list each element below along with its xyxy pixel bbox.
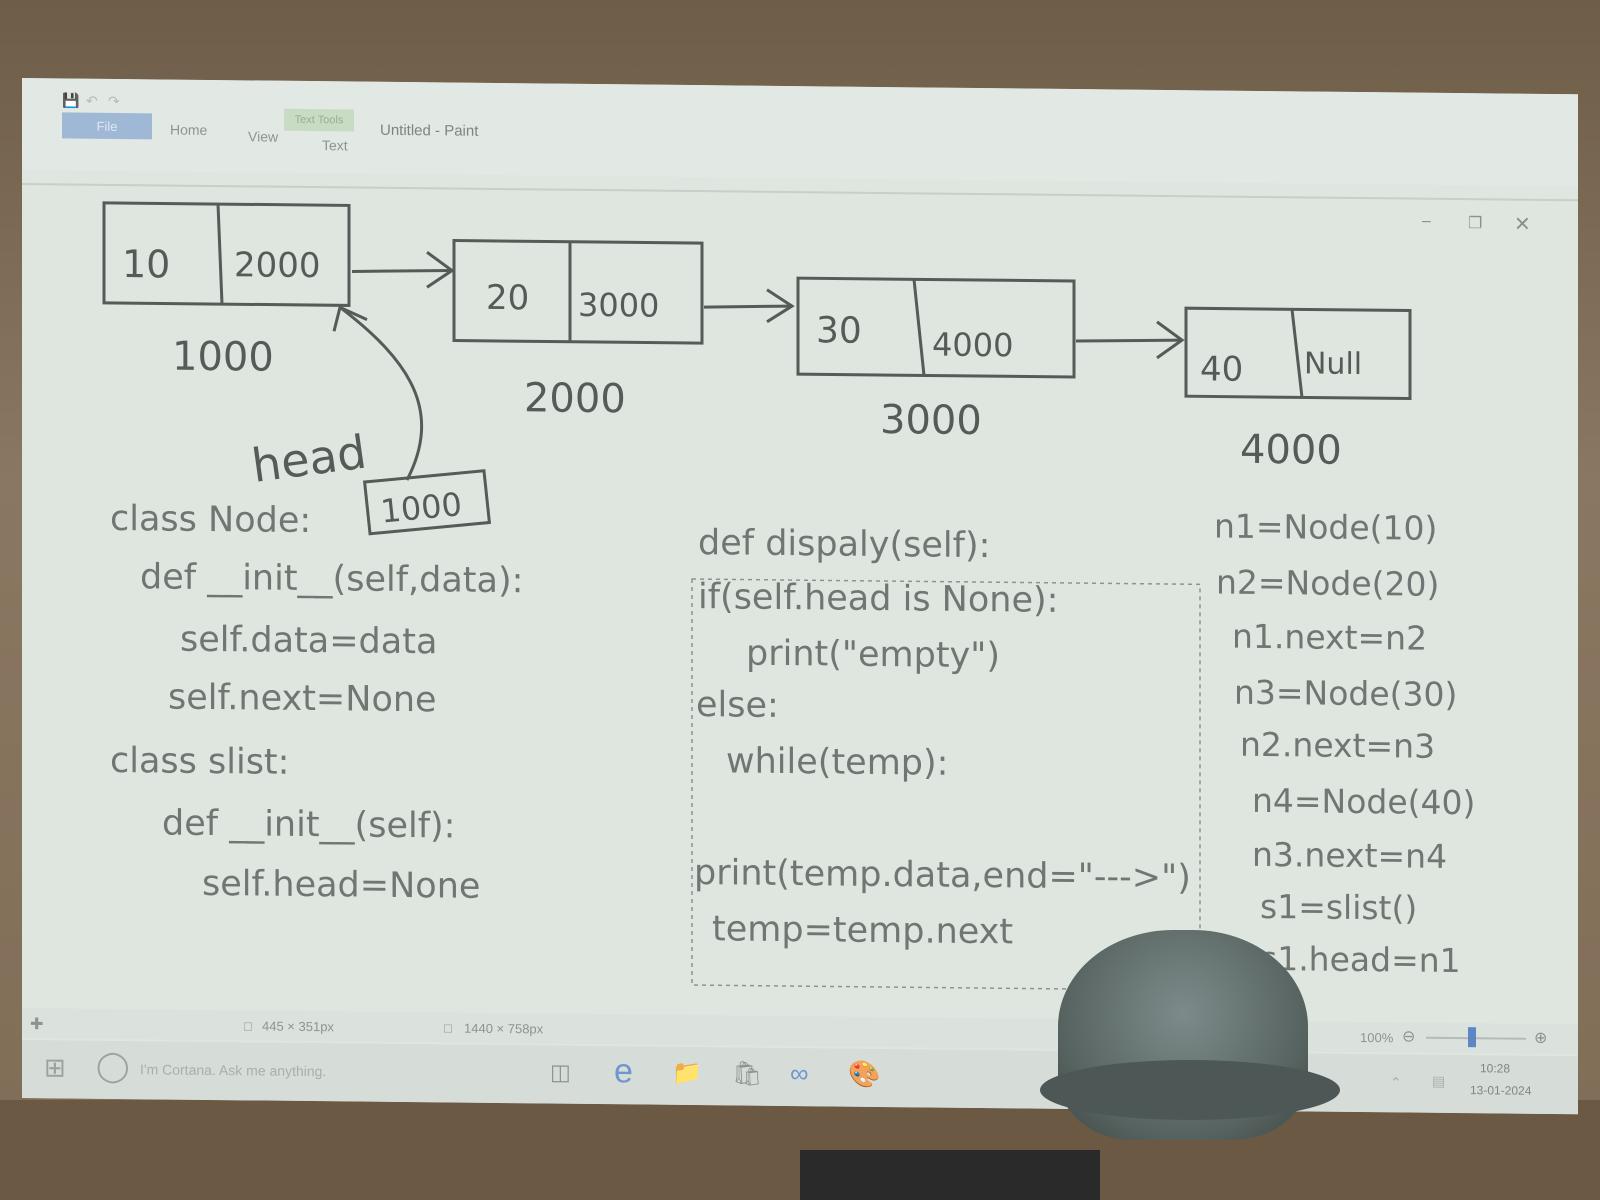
code-right-line-8: s1=slist() [1260,886,1418,928]
desk-monitor [800,1150,1100,1200]
canvas-size-icon: □ [444,1020,452,1036]
code-left-line-2: def __init__(self,data): [140,557,524,602]
node-2-next: 3000 [578,286,659,325]
code-left-line-6: def __init__(self): [162,803,456,847]
selection-size: 445 × 351px [262,1018,334,1035]
cortana-icon[interactable]: ◯ [96,1049,130,1084]
node-1-address: 1000 [172,334,274,381]
hat-brim [1040,1060,1340,1120]
node-4-data: 40 [1200,349,1243,389]
code-middle-line-5: while(temp): [726,741,949,784]
crosshair-icon: ✚ [30,1016,44,1034]
node-2-data: 20 [486,278,529,318]
code-left-line-7: self.head=None [202,863,481,907]
node-2-address: 2000 [524,375,626,422]
zoom-level: 100% [1360,1030,1394,1046]
arrow [1075,338,1183,343]
code-middle-line-1: def dispaly(self): [698,523,991,567]
linked-list-drawing: 10 2000 1000 20 3000 2000 30 4000 3000 4… [102,201,1412,992]
node-box [102,201,351,307]
head-pointer [339,306,424,481]
store-icon[interactable]: 🛍 [732,1060,763,1088]
node-1-next: 2000 [234,245,321,286]
file-explorer-icon[interactable]: 📁 [672,1059,702,1088]
node-3-next: 4000 [932,326,1013,365]
node-4-next: Null [1304,346,1362,382]
windows-start-icon[interactable]: ⊞ [44,1052,66,1083]
code-middle-line-4: else: [696,685,779,726]
code-right-line-1: n1=Node(10) [1214,506,1438,548]
edge-browser-icon[interactable]: e [614,1052,633,1091]
cortana-search-input[interactable]: I'm Cortana. Ask me anything. [140,1061,327,1080]
code-middle-line-3: print("empty") [746,633,1001,677]
selection-size-icon: □ [244,1018,252,1034]
code-right-line-2: n2=Node(20) [1216,562,1440,604]
zoom-out-icon[interactable]: ⊖ [1402,1028,1416,1046]
node-box [796,276,1076,379]
chevron-up-icon[interactable]: ⌃ [1390,1074,1402,1091]
arrow [351,269,453,273]
code-middle-line-7: temp=temp.next [712,909,1014,953]
zoom-in-icon[interactable]: ⊕ [1534,1029,1548,1047]
app-icon[interactable]: ∞ [790,1058,809,1089]
paint-app-icon[interactable]: 🎨 [848,1058,881,1089]
code-left-line-3: self.data=data [180,619,438,663]
code-right-line-5: n2.next=n3 [1240,724,1436,766]
node-box [1184,306,1412,401]
head-value: 1000 [379,485,464,530]
notification-icon[interactable]: ▤ [1432,1072,1446,1089]
code-left-line-5: class slist: [110,740,290,783]
code-right-line-7: n3.next=n4 [1252,834,1448,876]
zoom-slider-handle[interactable] [1468,1027,1476,1048]
clock-date[interactable]: 13-01-2024 [1470,1083,1532,1098]
zoom-slider[interactable] [1426,1036,1526,1040]
code-left-line-4: self.next=None [168,677,437,721]
node-1-data: 10 [122,242,170,287]
node-3-address: 3000 [880,397,982,444]
code-right-line-3: n1.next=n2 [1232,616,1428,658]
code-middle-line-6: print(temp.data,end="--->") [694,853,1191,899]
code-middle-line-2: if(self.head is None): [698,577,1059,621]
code-left-line-1: class Node: [110,498,312,542]
head-box [362,469,492,536]
canvas-size: 1440 × 758px [464,1020,544,1037]
code-right-line-6: n4=Node(40) [1252,780,1476,823]
code-right-line-4: n3=Node(30) [1234,672,1458,715]
projected-screen: 💾 ↶ ↷ Text Tools File Home View Text Unt… [22,78,1578,1115]
node-4-address: 4000 [1240,427,1342,474]
node-3-data: 30 [816,310,862,351]
task-view-icon[interactable]: ◫ [550,1059,571,1085]
clock-time[interactable]: 10:28 [1480,1061,1511,1076]
text-selection-box [691,578,1201,992]
arrow [703,304,793,309]
head-label: head [248,425,369,493]
node-box [452,239,704,345]
